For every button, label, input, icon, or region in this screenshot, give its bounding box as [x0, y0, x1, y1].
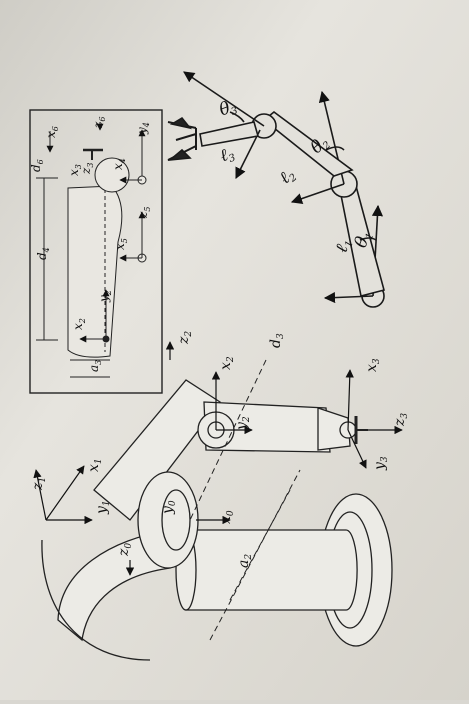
label-d3: d3 — [268, 333, 286, 348]
shoulder-joint — [137, 471, 199, 569]
inset-label-x3: x3 — [67, 164, 83, 176]
sketch-joint2-axis-left — [290, 183, 345, 204]
inset-label-x6: x6 — [44, 126, 60, 138]
inset-label-d4: d4 — [35, 247, 51, 260]
frame1-x-axis — [45, 465, 85, 521]
sketch-link-3 — [199, 121, 260, 147]
label-y2: y2 — [234, 416, 252, 431]
shoulder-joint-inner — [161, 489, 191, 551]
sketch-arc-theta3 — [229, 111, 245, 123]
sketch-arc-theta1 — [359, 237, 377, 241]
inset-label-z6: z6 — [91, 117, 107, 129]
inset-frame — [29, 109, 163, 394]
inset-label-z3: z3 — [79, 163, 95, 175]
label-x2: x2 — [218, 356, 236, 370]
frame3-y-axis — [347, 429, 367, 469]
frame3-x-axis — [345, 369, 354, 431]
dashed-axis-c — [229, 489, 291, 601]
inset-label-x2: x2 — [71, 318, 87, 330]
label-x3: x3 — [364, 358, 382, 372]
label-z2: z2 — [176, 331, 194, 345]
wrist — [317, 407, 351, 451]
main-labels: z1 x1 y1 y0 z0 x0 a2 z2 x2 y2 d3 x3 y3 z… — [30, 331, 410, 568]
label-z3: z3 — [392, 413, 410, 427]
sketch-label-theta1: θ1 — [351, 228, 376, 251]
inset-box — [29, 109, 163, 394]
sketch-joint3-axis-up — [183, 71, 265, 127]
sketch-base-horizontal — [323, 291, 374, 304]
main-dashed-axes — [189, 359, 301, 641]
inset-label-y4: y4 — [135, 122, 151, 135]
hand-sketch — [167, 71, 385, 308]
sketch-link-2 — [262, 110, 354, 177]
label-x0: x0 — [218, 510, 236, 524]
label-a2: a2 — [236, 554, 254, 568]
label-y0: y0 — [160, 500, 178, 515]
shoulder-link — [57, 529, 171, 642]
robot-main-drawing — [41, 379, 393, 661]
inset-labels: d6 x3 z3 x6 z6 y4 x4 z5 x5 d4 y2 x2 a3 — [29, 117, 152, 372]
main-frame-arrows — [33, 341, 403, 576]
sketch-arc-theta2 — [325, 146, 345, 151]
frame1-z-axis — [33, 469, 47, 521]
inset-wrist-circle — [94, 157, 130, 193]
inset-label-x4: x4 — [111, 158, 127, 170]
sketch-joint3-axis-down — [235, 129, 261, 180]
label-y1: y1 — [94, 500, 112, 515]
inset-label-a3: a3 — [87, 360, 103, 372]
inset-link-body — [67, 185, 123, 358]
sketch-gripper-jaw-upper — [169, 116, 193, 130]
label-z1: z1 — [30, 477, 48, 491]
inset-label-x5: x5 — [113, 238, 129, 250]
sketch-gripper-jaw-lower — [167, 148, 192, 162]
inset-label-y2: y2 — [97, 290, 113, 303]
label-y3: y3 — [372, 456, 390, 471]
shoulder-outer-curve — [41, 539, 151, 661]
label-x1: x1 — [86, 458, 104, 472]
inset-label-d6: d6 — [29, 159, 45, 172]
upper-arm — [93, 379, 221, 521]
label-z0: z0 — [116, 543, 134, 557]
base-column — [185, 529, 358, 611]
inset-label-z5: z5 — [136, 207, 152, 219]
